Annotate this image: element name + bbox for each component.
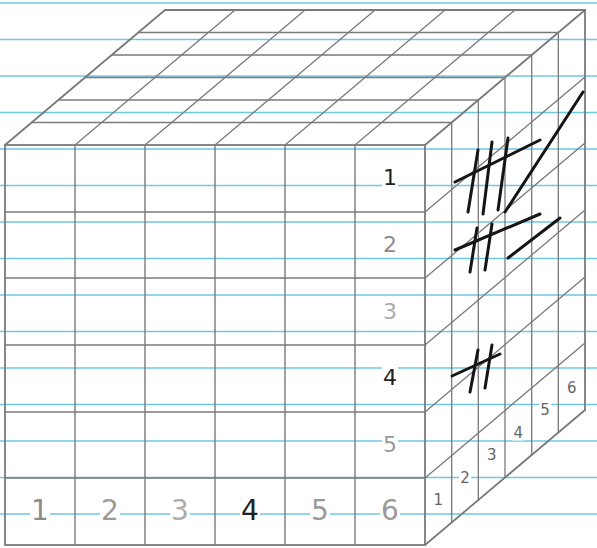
row-number: 4 <box>382 367 398 389</box>
ruled-lines <box>0 3 597 514</box>
depth-number: 1 <box>433 493 445 508</box>
depth-number: 4 <box>513 425 525 440</box>
column-number: 3 <box>170 497 190 525</box>
depth-number: 3 <box>486 448 498 463</box>
row-number: 1 <box>382 167 398 189</box>
depth-number: 2 <box>459 470 471 485</box>
column-number: 1 <box>30 497 50 525</box>
top-face-grid <box>5 10 585 145</box>
tally-marks <box>452 92 583 392</box>
row-number: 5 <box>382 434 398 456</box>
depth-number: 6 <box>566 380 578 395</box>
front-face-grid <box>5 145 425 545</box>
column-number: 4 <box>240 497 260 525</box>
depth-number: 5 <box>539 403 551 418</box>
row-number: 3 <box>382 301 398 323</box>
column-number: 6 <box>380 497 400 525</box>
right-face-grid <box>425 10 585 545</box>
row-number: 2 <box>382 234 398 256</box>
column-number: 5 <box>310 497 330 525</box>
column-number: 2 <box>100 497 120 525</box>
